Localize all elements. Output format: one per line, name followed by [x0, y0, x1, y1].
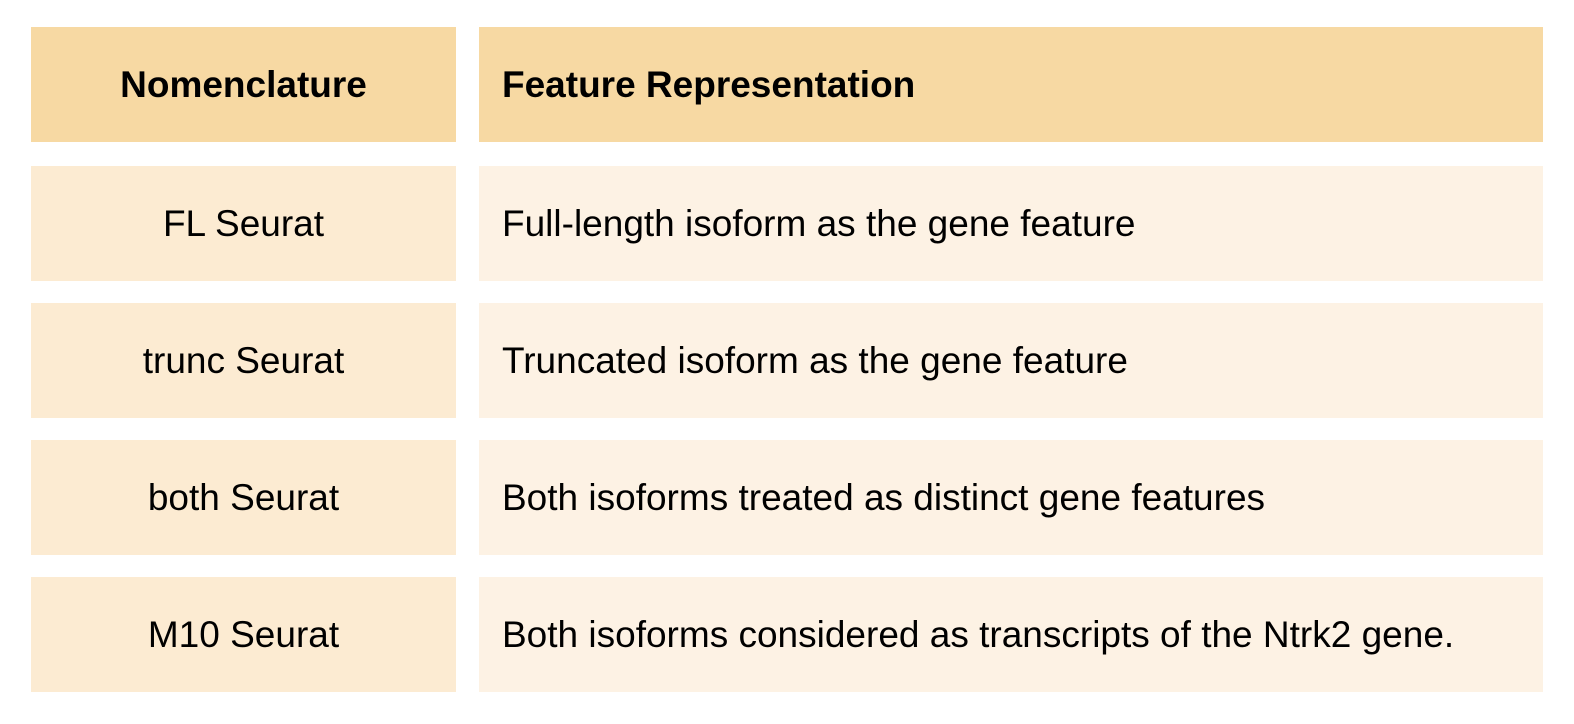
header-feature-representation: Feature Representation — [479, 27, 1543, 142]
nomenclature-cell: both Seurat — [31, 440, 456, 555]
table-row: M10 Seurat Both isoforms considered as t… — [31, 577, 1543, 692]
feature-representation-cell: Truncated isoform as the gene feature — [479, 303, 1543, 418]
header-nomenclature: Nomenclature — [31, 27, 456, 142]
feature-representation-cell: Both isoforms considered as transcripts … — [479, 577, 1543, 692]
table-row: trunc Seurat Truncated isoform as the ge… — [31, 303, 1543, 418]
table-header-row: Nomenclature Feature Representation — [31, 27, 1543, 142]
nomenclature-cell: M10 Seurat — [31, 577, 456, 692]
table-row: FL Seurat Full-length isoform as the gen… — [31, 166, 1543, 281]
feature-representation-cell: Full-length isoform as the gene feature — [479, 166, 1543, 281]
feature-representation-cell: Both isoforms treated as distinct gene f… — [479, 440, 1543, 555]
nomenclature-cell: trunc Seurat — [31, 303, 456, 418]
table-row: both Seurat Both isoforms treated as dis… — [31, 440, 1543, 555]
nomenclature-cell: FL Seurat — [31, 166, 456, 281]
